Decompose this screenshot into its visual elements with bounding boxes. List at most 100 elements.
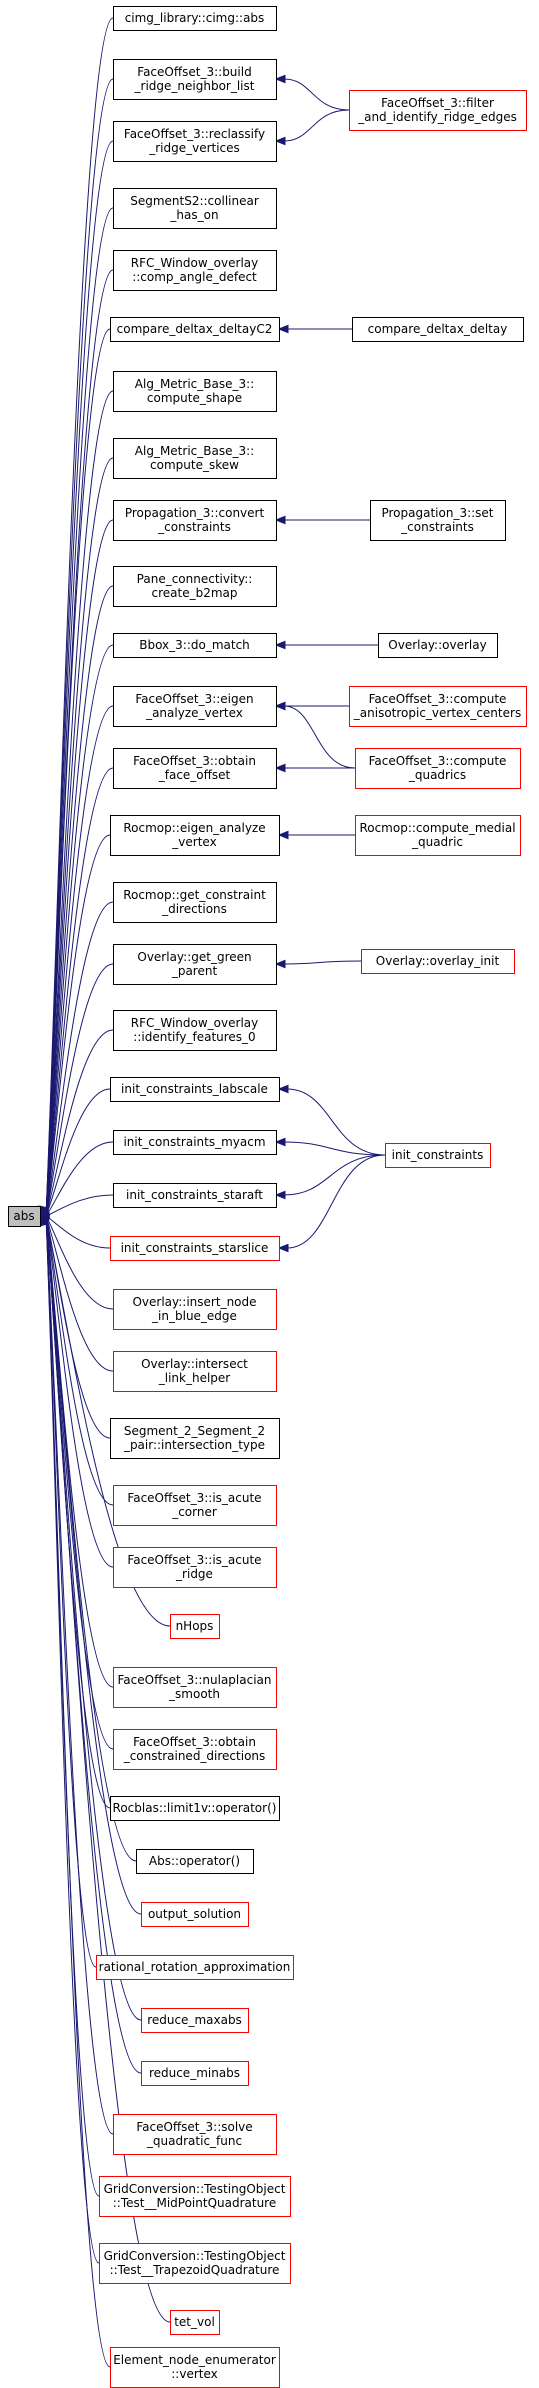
node-label: Overlay::insert_node [132,1295,256,1309]
node-rocmop-compute-medial-quadric[interactable]: Rocmop::compute_medial_quadric [355,815,521,856]
node-overlay-intersect-link-helper[interactable]: Overlay::intersect_link_helper [113,1351,277,1392]
node-faceoffset-3-solve-quadratic-func[interactable]: FaceOffset_3::solve_quadratic_func [113,2114,277,2155]
node-box [99,2176,291,2217]
node-abs-root[interactable]: abs [8,1206,41,1227]
node-output-solution[interactable]: output_solution [141,1902,249,1927]
node-init-constraints-labscale[interactable]: init_constraints_labscale [110,1077,280,1102]
node-init-constraints-starslice[interactable]: init_constraints_starslice [110,1236,280,1261]
node-rocmop-eigen-analyze-vertex[interactable]: Rocmop::eigen_analyze_vertex [110,815,280,856]
node-faceoffset-3-compute-quadrics[interactable]: FaceOffset_3::compute_quadrics [355,748,521,789]
node-label: Segment_2_Segment_2 [124,1424,265,1438]
node-bbox-3-do-match[interactable]: Bbox_3::do_match [113,633,277,658]
node-tet-vol[interactable]: tet_vol [170,2310,220,2335]
edge-init-constraints-to-init-constraints-labscale [277,1084,386,1156]
node-box [113,6,277,31]
node-faceoffset-3-reclassify-ridge-vertices[interactable]: FaceOffset_3::reclassify_ridge_vertices [113,121,277,162]
node-label: Propagation_3::convert [125,506,265,520]
node-label: FaceOffset_3::compute [369,692,507,706]
node-label: compute_skew [150,458,239,472]
node-compare-deltax-deltay[interactable]: compare_deltax_deltay [352,317,524,342]
node-label: ::Test__MidPointQuadrature [113,2196,277,2210]
node-rocmop-get-constraint-directions[interactable]: Rocmop::get_constraint_directions [113,882,277,923]
node-label: FaceOffset_3::filter [381,96,494,110]
node-box [113,2114,277,2155]
node-box [141,1902,249,1927]
node-init-constraints-staraft[interactable]: init_constraints_staraft [113,1183,277,1208]
node-propagation-3-set-constraints[interactable]: Propagation_3::set_constraints [370,500,506,541]
node-init-constraints[interactable]: init_constraints [385,1143,491,1168]
node-label: _directions [161,902,227,916]
node-rfc-window-overlay-comp-angle-defect[interactable]: RFC_Window_overlay::comp_angle_defect [113,250,277,291]
node-init-constraints-myacm[interactable]: init_constraints_myacm [113,1130,277,1155]
node-faceoffset-3-eigen-analyze-vertex[interactable]: FaceOffset_3::eigen_analyze_vertex [113,686,277,727]
node-gridconversion-testingobject-test-midpointquadrature[interactable]: GridConversion::TestingObject::Test__Mid… [99,2176,291,2217]
node-propagation-3-convert-constraints[interactable]: Propagation_3::convert_constraints [113,500,277,541]
node-faceoffset-3-compute-anisotropic-vertex-centers[interactable]: FaceOffset_3::compute_anisotropic_vertex… [349,686,527,727]
edge-rfc-window-overlay-comp-angle-defect-to-abs [36,269,114,1218]
node-alg-metric-base-3-compute-skew[interactable]: Alg_Metric_Base_3::compute_skew [113,438,277,479]
node-faceoffset-3-obtain-face-offset[interactable]: FaceOffset_3::obtain_face_offset [113,748,277,789]
node-box [113,1485,277,1526]
node-label: FaceOffset_3::reclassify [124,127,265,141]
node-faceoffset-3-nulaplacian-smooth[interactable]: FaceOffset_3::nulaplacian_smooth [113,1667,277,1708]
node-overlay-insert-node-in-blue-edge[interactable]: Overlay::insert_node_in_blue_edge [113,1289,277,1330]
node-box [113,438,277,479]
node-box [8,1206,41,1227]
node-label: init_constraints_staraft [126,1188,263,1202]
node-label: Overlay::get_green [137,950,251,964]
node-box [136,1849,254,1874]
node-label: FaceOffset_3::is_acute [127,1491,261,1505]
node-compare-deltax-deltayc2[interactable]: compare_deltax_deltayC2 [110,317,280,342]
node-element-node-enumerator-vertex[interactable]: Element_node_enumerator::vertex [110,2347,280,2388]
node-rfc-window-overlay-identify-features-0[interactable]: RFC_Window_overlay::identify_features_0 [113,1010,277,1051]
node-label: Bbox_3::do_match [139,638,250,652]
node-nhops[interactable]: nHops [170,1614,220,1639]
node-label: FaceOffset_3::obtain [133,1735,256,1749]
node-box [141,2008,249,2033]
node-label: _pair::intersection_type [123,1438,265,1452]
node-label: FaceOffset_3::compute [369,754,507,768]
node-segments2-collinear-has-on[interactable]: SegmentS2::collinear_has_on [113,188,277,229]
node-alg-metric-base-3-compute-shape[interactable]: Alg_Metric_Base_3::compute_shape [113,371,277,412]
node-box [113,1010,277,1051]
node-label: ::Test__TrapezoidQuadrature [110,2263,280,2277]
edge-compare-deltax-deltay-to-compare-deltax-deltayc2 [277,324,352,334]
node-cimg-library-cimg-abs[interactable]: cimg_library::cimg::abs [113,6,277,31]
node-box [113,1351,277,1392]
node-box [113,1667,277,1708]
node-label: Alg_Metric_Base_3:: [135,444,254,458]
node-overlay-overlay-init[interactable]: Overlay::overlay_init [361,949,515,974]
node-segment-2-segment-2-pair-intersection-type[interactable]: Segment_2_Segment_2_pair::intersection_t… [110,1418,280,1459]
node-label: _constraints [400,520,474,534]
node-label: ::identify_features_0 [133,1030,255,1044]
node-label: _ridge [175,1567,213,1581]
node-gridconversion-testingobject-test-trapezoidquadrature[interactable]: GridConversion::TestingObject::Test__Tra… [99,2243,291,2284]
node-faceoffset-3-is-acute-corner[interactable]: FaceOffset_3::is_acute_corner [113,1485,277,1526]
node-reduce-maxabs[interactable]: reduce_maxabs [141,2008,249,2033]
node-label: _constraints [157,520,231,534]
node-faceoffset-3-obtain-constrained-directions[interactable]: FaceOffset_3::obtain_constrained_directi… [113,1729,277,1770]
edge-segments2-collinear-has-on-to-abs [36,207,114,1218]
node-faceoffset-3-filter-and-identify-ridge-edges[interactable]: FaceOffset_3::filter_and_identify_ridge_… [349,90,527,131]
node-label: reduce_maxabs [147,2013,242,2027]
node-reduce-minabs[interactable]: reduce_minabs [141,2061,249,2086]
node-faceoffset-3-build-ridge-neighbor-list[interactable]: FaceOffset_3::build_ridge_neighbor_list [113,59,277,100]
node-box [113,566,277,607]
node-pane-connectivity-create-b2map[interactable]: Pane_connectivity::create_b2map [113,566,277,607]
edge-overlay-overlay-init-to-overlay-get-green-parent [274,959,362,969]
node-faceoffset-3-is-acute-ridge[interactable]: FaceOffset_3::is_acute_ridge [113,1547,277,1588]
node-overlay-get-green-parent[interactable]: Overlay::get_green_parent [113,944,277,985]
node-abs-operator[interactable]: Abs::operator() [136,1849,254,1874]
node-label: Rocmop::get_constraint [123,888,266,902]
node-box [113,500,277,541]
node-rational-rotation-approximation[interactable]: rational_rotation_approximation [96,1955,294,1980]
node-overlay-overlay[interactable]: Overlay::overlay [378,633,498,658]
node-label: _quadrics [408,768,466,782]
node-rocblas-limit1v-operator[interactable]: Rocblas::limit1v::operator() [110,1796,280,1821]
node-box [113,633,277,658]
node-label: Propagation_3::set [381,506,493,520]
node-box [170,1614,220,1639]
edge-init-constraints-staraft-to-abs [38,1194,114,1219]
node-label: reduce_minabs [149,2066,240,2080]
node-label: _in_blue_edge [151,1309,237,1323]
